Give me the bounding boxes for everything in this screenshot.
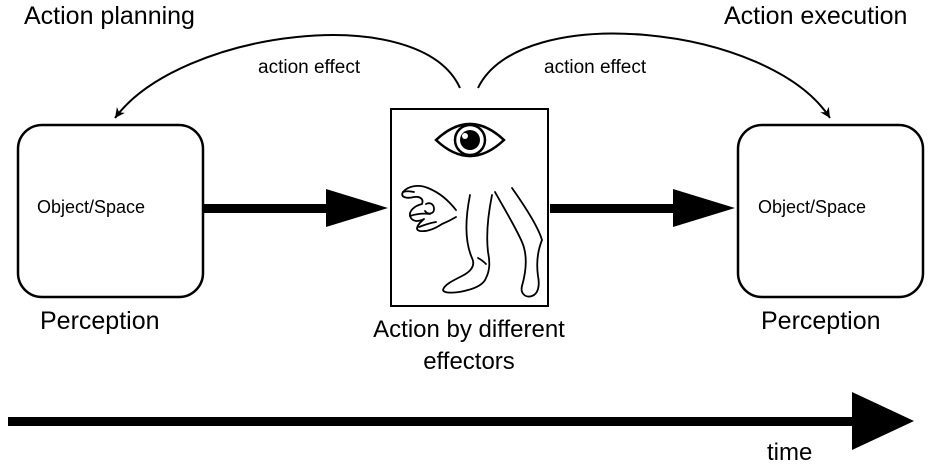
perception-caption-left: Perception (40, 307, 160, 335)
time-arrow (8, 392, 914, 450)
eye-icon (434, 122, 506, 158)
heading-action-planning: Action planning (24, 2, 195, 30)
object-space-box-right (736, 123, 925, 299)
legs-icon (442, 187, 543, 298)
action-effect-label-left: action effect (258, 57, 361, 78)
hand-icon (401, 185, 457, 233)
time-label: time (767, 439, 813, 466)
action-caption-line-1: Action by different (373, 316, 565, 343)
action-effect-arc-right (477, 32, 831, 119)
action-caption-line-2: effectors (423, 348, 515, 375)
action-caption: Action by different effectors (330, 314, 608, 378)
object-space-label-left: Object/Space (37, 197, 146, 217)
arrow-perception-to-action (203, 189, 388, 227)
action-effect-arc-left (114, 34, 461, 119)
action-effect-label-right: action effect (544, 57, 647, 78)
arrow-action-to-perception (550, 189, 735, 227)
object-space-label-right: Object/Space (758, 197, 867, 217)
heading-action-execution: Action execution (724, 2, 908, 30)
perception-caption-right: Perception (761, 307, 881, 335)
